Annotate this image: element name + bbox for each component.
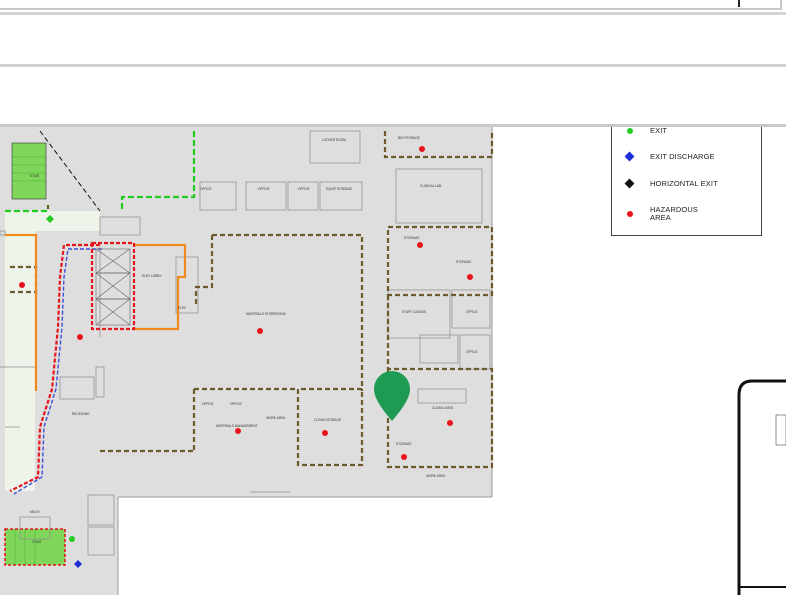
adjacent-sign [737, 379, 786, 595]
svg-text:STORAGE: STORAGE [456, 260, 472, 264]
svg-text:WORK AREA: WORK AREA [426, 474, 446, 478]
svg-text:STAFF LOUNGE: STAFF LOUNGE [402, 310, 426, 314]
horizontal-exit-line [39, 130, 101, 212]
svg-text:OFFICE: OFFICE [298, 187, 310, 191]
svg-text:STORAGE: STORAGE [396, 442, 412, 446]
svg-text:OFFICE: OFFICE [200, 187, 212, 191]
legend-label: EXIT [650, 126, 668, 135]
legend-item-exit-discharge: EXIT DISCHARGE [622, 150, 750, 164]
top-panel-frame [0, 0, 782, 10]
legend-label: HAZARDOUS AREA [650, 205, 698, 222]
top-panel-mark [738, 0, 740, 7]
exit-marker-lower [69, 536, 75, 542]
svg-text:OFFICE: OFFICE [466, 310, 478, 314]
location-pin-icon[interactable] [374, 371, 410, 421]
svg-text:OFFICE: OFFICE [230, 402, 242, 406]
map-legend: EXIT EXIT DISCHARGE HORIZONTAL EXIT HAZA… [611, 127, 762, 236]
svg-text:LOCKER ROOM: LOCKER ROOM [322, 138, 346, 142]
svg-text:BIO STORAGE: BIO STORAGE [398, 136, 420, 140]
svg-text:ELEV LOBBY: ELEV LOBBY [142, 274, 163, 278]
stair-a-label: STAIR [30, 174, 40, 178]
top-panel [0, 0, 786, 15]
red-dot-icon [622, 209, 638, 219]
stair-b: STAIR [4, 528, 66, 566]
svg-text:MATERIALS MANAGEMENT: MATERIALS MANAGEMENT [216, 424, 258, 428]
section-divider [0, 64, 786, 67]
svg-text:CLEAN STORAGE: CLEAN STORAGE [314, 418, 341, 422]
svg-text:WORK AREA: WORK AREA [266, 416, 286, 420]
svg-text:MATERIALS STOREROOM: MATERIALS STOREROOM [246, 312, 286, 316]
smoke-barriers [10, 131, 494, 469]
green-circle-icon [622, 127, 638, 136]
svg-text:STORAGE: STORAGE [404, 236, 420, 240]
room-labels: BIO STORAGE LOCKER ROOM OFFICE OFFICE OF… [30, 136, 478, 514]
legend-item-exit: EXIT [622, 126, 750, 138]
blue-diamond-icon [622, 151, 638, 162]
stair-a: STAIR [11, 142, 47, 200]
walls [0, 130, 491, 556]
svg-text:ELEV: ELEV [178, 306, 187, 310]
legend-item-hazardous-area: HAZARDOUS AREA [622, 205, 710, 222]
svg-text:OFFICE: OFFICE [466, 350, 478, 354]
svg-text:CLINICAL LAB: CLINICAL LAB [420, 184, 441, 188]
svg-text:RECEIVING: RECEIVING [72, 412, 90, 416]
svg-text:MECH: MECH [30, 510, 40, 514]
black-diamond-icon [622, 178, 638, 189]
floor-plan-viewer[interactable]: STAIR STAIR [0, 124, 786, 595]
fire-barriers [5, 233, 187, 391]
exit-marker [46, 215, 54, 223]
legend-label: HORIZONTAL EXIT [650, 179, 718, 188]
exit-path-boundary [9, 241, 136, 495]
svg-text:CLEAN LINEN: CLEAN LINEN [432, 406, 454, 410]
corridor-vertical [5, 231, 35, 491]
svg-text:OFFICE: OFFICE [258, 187, 270, 191]
svg-text:OFFICE: OFFICE [202, 402, 214, 406]
hazardous-areas [19, 146, 473, 460]
svg-text:EQUIP STORAGE: EQUIP STORAGE [326, 187, 352, 191]
exit-discharge-marker [74, 560, 82, 568]
elevator-shafts [95, 248, 131, 326]
stair-b-label: STAIR [32, 540, 42, 544]
legend-label: EXIT DISCHARGE [650, 152, 715, 161]
exit-route [5, 131, 196, 213]
corridor [5, 211, 100, 231]
legend-item-horizontal-exit: HORIZONTAL EXIT [622, 177, 750, 191]
floor-plan-map[interactable]: STAIR STAIR [0, 127, 786, 595]
